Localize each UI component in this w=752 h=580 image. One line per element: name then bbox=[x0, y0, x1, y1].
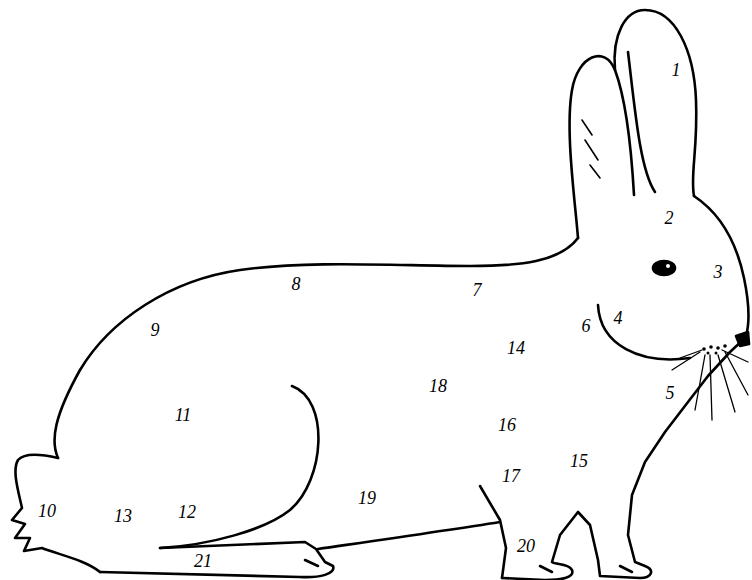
ear-hatching bbox=[582, 120, 600, 178]
callout-number: 7 bbox=[473, 281, 482, 299]
callout-number: 1 bbox=[672, 61, 681, 79]
callout-number: 15 bbox=[570, 452, 588, 470]
front-leg-line bbox=[480, 486, 506, 578]
whiskers bbox=[672, 350, 748, 420]
paw-toe-line bbox=[540, 566, 632, 572]
callout-number: 18 bbox=[429, 377, 447, 395]
tail-outline bbox=[12, 455, 100, 572]
ear-edge-line bbox=[628, 52, 655, 192]
hind-foot-outline bbox=[100, 542, 333, 577]
mouth-line bbox=[598, 305, 690, 359]
eye bbox=[653, 261, 675, 275]
callout-number: 4 bbox=[614, 309, 623, 327]
callout-number: 12 bbox=[178, 503, 196, 521]
hind-toe-line bbox=[305, 560, 318, 566]
callout-number: 9 bbox=[151, 321, 160, 339]
callout-number: 11 bbox=[175, 406, 192, 424]
callout-number: 20 bbox=[517, 537, 535, 555]
head-outline bbox=[694, 196, 748, 336]
callout-number: 19 bbox=[358, 489, 376, 507]
nose bbox=[736, 332, 749, 346]
callout-number: 16 bbox=[498, 416, 516, 434]
callout-number: 13 bbox=[114, 507, 132, 525]
back-outline bbox=[54, 238, 578, 458]
left-ear-outline bbox=[570, 56, 634, 238]
whisker-dots bbox=[702, 344, 727, 354]
hind-leg-line bbox=[160, 386, 318, 548]
right-ear-outline bbox=[615, 10, 697, 196]
callout-number: 14 bbox=[507, 339, 525, 357]
belly-line bbox=[318, 522, 500, 549]
callout-number: 5 bbox=[666, 384, 675, 402]
callout-number: 10 bbox=[38, 502, 56, 520]
front-legs-outline bbox=[502, 338, 745, 580]
callout-number: 3 bbox=[714, 263, 723, 281]
callout-number: 21 bbox=[194, 552, 212, 570]
callout-number: 2 bbox=[665, 209, 674, 227]
callout-number: 8 bbox=[292, 275, 301, 293]
callout-number: 17 bbox=[502, 467, 520, 485]
callout-number: 6 bbox=[582, 317, 591, 335]
eye-glint bbox=[666, 264, 670, 268]
